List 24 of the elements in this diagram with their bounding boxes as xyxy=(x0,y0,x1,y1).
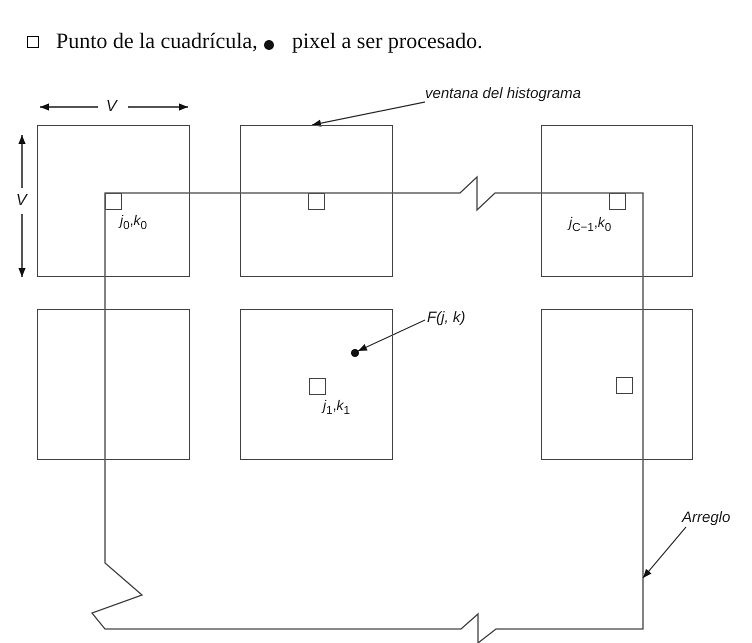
array-outline xyxy=(90,176,644,643)
grid-point-square xyxy=(609,193,626,210)
grid-point-square xyxy=(105,193,122,210)
grid-point-square xyxy=(308,193,325,210)
dimension-label: V xyxy=(106,98,117,116)
coordinate-label: j$_{C−1}$,k$_{0}$ xyxy=(569,215,612,235)
grid-point-square xyxy=(616,377,633,394)
histogram-window xyxy=(37,309,190,460)
dimension-label: V xyxy=(16,192,27,210)
coordinate-label: j$_{1}$,k$_{1}$ xyxy=(323,398,350,418)
leader-line xyxy=(312,101,426,127)
legend-text: pixel a ser procesado. xyxy=(292,29,483,54)
array-label: Arreglo xyxy=(682,510,730,526)
window-label: ventana del histograma xyxy=(425,86,581,102)
grid-point-square xyxy=(309,378,326,395)
leader-line xyxy=(358,319,426,352)
coordinate-label: j$_{0}$,k$_{0}$ xyxy=(120,213,147,233)
histogram-window xyxy=(37,125,190,277)
histogram-window xyxy=(541,125,693,277)
histogram-window xyxy=(240,125,393,277)
legend-text: Punto de la cuadrícula, xyxy=(56,29,258,54)
pixel-dot xyxy=(351,349,359,357)
histogram-window xyxy=(541,309,693,460)
leader-line xyxy=(642,526,686,578)
